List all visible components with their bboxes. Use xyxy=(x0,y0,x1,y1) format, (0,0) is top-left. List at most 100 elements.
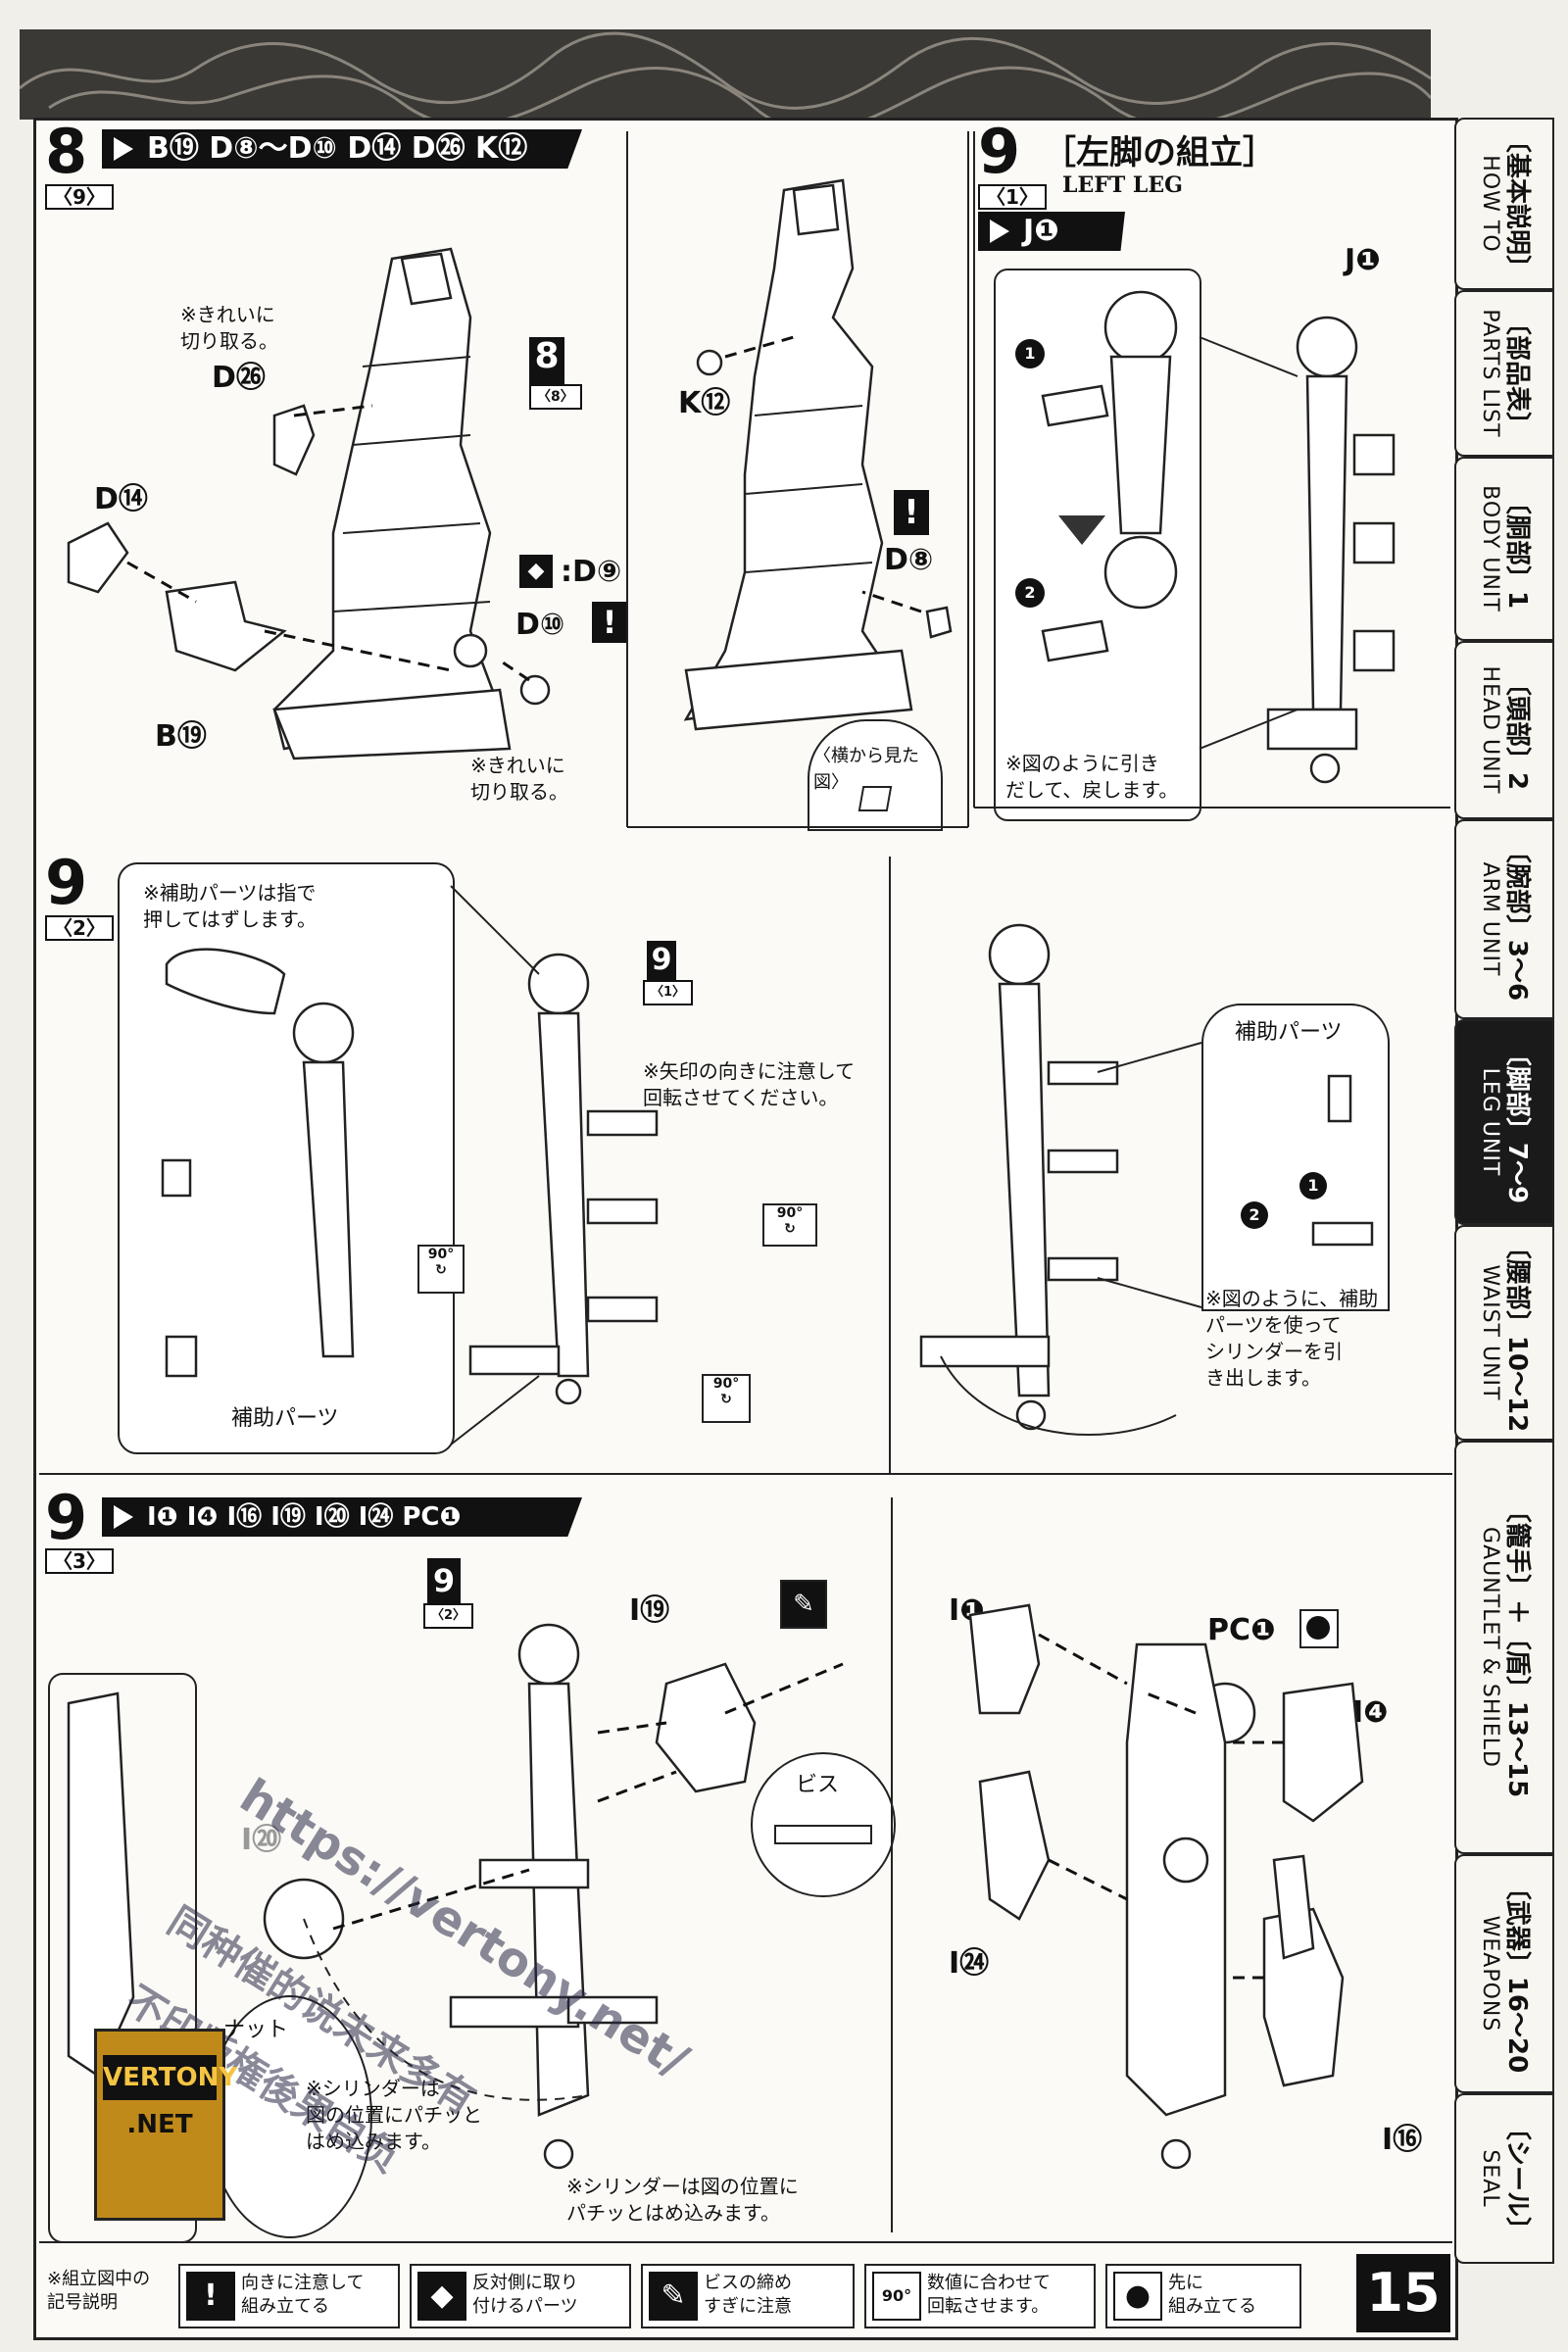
note-cut-cleanly: ※きれいに 切り取る。 xyxy=(180,303,278,353)
step-sub: 〈9〉 xyxy=(45,184,114,210)
legend-text: 先に 組み立てる xyxy=(1168,2273,1256,2317)
side-view-callout: 〈横から見た図〉 xyxy=(808,719,943,831)
tab-parts-list[interactable]: 〔部品表〕PARTS LIST xyxy=(1454,290,1554,457)
rotate-90-icon: 90°↻ xyxy=(417,1245,465,1294)
step-number: 9 xyxy=(45,1482,88,1553)
step-ref-sub: 〈2〉 xyxy=(423,1603,474,1629)
label-nut: ナット xyxy=(223,2018,289,2042)
tab-label-en: HOW TO xyxy=(1478,155,1502,253)
label-d10: D⑩ xyxy=(515,608,565,642)
order-2-icon: 2 xyxy=(1241,1201,1268,1229)
tab-label-en: WEAPONS xyxy=(1478,1915,1502,2033)
step-8-illustration xyxy=(67,131,969,828)
tab-how-to[interactable]: 〔基本説明〕HOW TO xyxy=(1454,118,1554,290)
caution-icon: ! xyxy=(592,602,627,643)
step-9-3-illustration xyxy=(39,1497,1452,2243)
screw-caution-icon: ✎ xyxy=(780,1580,827,1629)
label-d26: D㉖ xyxy=(212,361,266,395)
legend-item-screw: ✎ ビスの締め すぎに注意 xyxy=(641,2264,855,2328)
decorative-header-band xyxy=(19,29,1433,133)
step-9-2-panel: 9 〈2〉 ※補助パーツは指で 押してはずします。 補助パーツ 9 〈1〉 ※矢… xyxy=(39,847,1452,1486)
dot-shape xyxy=(1306,1616,1330,1640)
label-i20: I⑳ xyxy=(241,1823,282,1857)
step-number: 9 xyxy=(45,847,88,918)
parts-list-bar: J❶ xyxy=(978,212,1125,251)
label-i16: I⑯ xyxy=(1382,2123,1423,2157)
tab-label-en: LEG UNIT xyxy=(1478,1067,1502,1177)
rotate-90-text: 90° xyxy=(712,1376,740,1392)
detail-callout-pull xyxy=(1201,1004,1390,1311)
label-screw: ビス xyxy=(796,1773,840,1797)
label-i19: I⑲ xyxy=(629,1593,670,1628)
parts-list-bar: I❶ I❹ I⑯ I⑲ I⑳ I㉔ PC❶ xyxy=(102,1497,582,1537)
step-9-1-illustration xyxy=(973,131,1450,808)
label-d9: :D⑨ xyxy=(561,555,622,589)
step-ref-badge: 9 xyxy=(647,941,676,980)
legend-text: ビスの締め すぎに注意 xyxy=(704,2273,792,2317)
tab-label-jp: 〔腰部〕10～12 xyxy=(1502,1233,1532,1433)
opposite-side-icon: ◆ xyxy=(519,555,553,588)
note-cylinder-snap-1: ※シリンダーは 図の位置にパチッと はめ込みます。 xyxy=(306,2077,482,2153)
label-d8: D⑧ xyxy=(884,543,934,577)
logo-bottom: .NET xyxy=(126,2110,193,2139)
order-1-icon: 1 xyxy=(1299,1172,1327,1200)
tab-label-en: SEAL xyxy=(1478,2149,1502,2208)
label-j1: J❶ xyxy=(1345,243,1381,277)
label-d14: D⑭ xyxy=(94,482,148,516)
tab-label-jp: 〔脚部〕7～9 xyxy=(1502,1040,1532,1204)
tab-label-jp: 〔胴部〕1 xyxy=(1502,488,1532,610)
symbol-legend: ※組立図中の 記号説明 ! 向きに注意して 組み立てる ◆ 反対側に取り 付ける… xyxy=(33,2254,1386,2336)
side-view-label: 〈横から見た図〉 xyxy=(813,746,919,793)
step-sub: 〈3〉 xyxy=(45,1548,114,1574)
step-sub: 〈1〉 xyxy=(978,184,1047,210)
step-number: 9 xyxy=(978,116,1021,187)
caution-icon: ! xyxy=(186,2272,235,2321)
order-1-icon: 1 xyxy=(1015,339,1045,368)
note-push-aux: ※補助パーツは指で 押してはずします。 xyxy=(143,881,317,931)
logo-top: VERTONY xyxy=(103,2055,237,2100)
opposite-side-icon: ◆ xyxy=(417,2272,466,2321)
tab-label-en: ARM UNIT xyxy=(1478,861,1502,977)
note-pull-cylinder: ※図のように、補助 パーツを使って シリンダーを引 き出します。 xyxy=(1205,1287,1379,1390)
tab-seal[interactable]: 〔シール〕SEAL xyxy=(1454,2093,1554,2264)
tab-label-jp: 〔頭部〕2 xyxy=(1502,669,1532,791)
page-number: 15 xyxy=(1356,2254,1450,2332)
step-9-3-panel: 9 〈3〉 I❶ I❹ I⑯ I⑲ I⑳ I㉔ PC❶ 9 〈2〉 I⑲ ✎ ビ… xyxy=(39,1488,1452,2248)
step-number: 8 xyxy=(45,116,88,187)
tab-label-en: WAIST UNIT xyxy=(1478,1264,1502,1401)
step-8-panel: 8 〈9〉 B⑲ D⑧～D⑩ D⑭ D㉖ K⑫ 8 〈8〉 ※きれいに 切り取る… xyxy=(39,122,970,843)
parts-list-bar: B⑲ D⑧～D⑩ D⑭ D㉖ K⑫ xyxy=(102,129,582,169)
tab-label-jp: 〔基本説明〕 xyxy=(1502,126,1532,281)
tab-label-en: BODY UNIT xyxy=(1478,485,1502,612)
tab-label-en: PARTS LIST xyxy=(1478,309,1502,438)
label-b19: B⑲ xyxy=(155,719,207,754)
step-ref-badge: 9 xyxy=(427,1558,461,1603)
caution-icon: ! xyxy=(894,490,929,535)
step-sub: 〈2〉 xyxy=(45,915,114,941)
tab-label-jp: 〔シール〕 xyxy=(1502,2114,1532,2243)
tab-label-jp: 〔腕部〕3～6 xyxy=(1502,837,1532,1002)
note-cut-cleanly-2: ※きれいに 切り取る。 xyxy=(470,754,568,804)
step-ref-badge: 8 xyxy=(529,337,564,384)
legend-text: 数値に合わせて 回転させます。 xyxy=(927,2273,1051,2317)
note-cylinder-snap-2: ※シリンダーは図の位置に パチッとはめ込みます。 xyxy=(566,2175,799,2225)
tab-label-jp: 〔部品表〕 xyxy=(1502,309,1532,438)
step-ref-sub: 〈8〉 xyxy=(529,384,582,410)
label-aux-part-2: 補助パーツ xyxy=(1235,1020,1343,1045)
legend-item-caution: ! 向きに注意して 組み立てる xyxy=(178,2264,400,2328)
rotate-90-text: 90° xyxy=(427,1247,455,1262)
screw-shape xyxy=(774,1825,872,1844)
legend-text: 向きに注意して 組み立てる xyxy=(241,2273,365,2317)
legend-text: 反対側に取り 付けるパーツ xyxy=(472,2273,578,2317)
step-9-1-panel: 9 〈1〉 ［左脚の組立］ LEFT LEG J❶ J❶ ※図のように引き だし… xyxy=(973,116,1450,843)
label-aux-part: 補助パーツ xyxy=(231,1406,339,1431)
label-k12: K⑫ xyxy=(678,386,731,420)
